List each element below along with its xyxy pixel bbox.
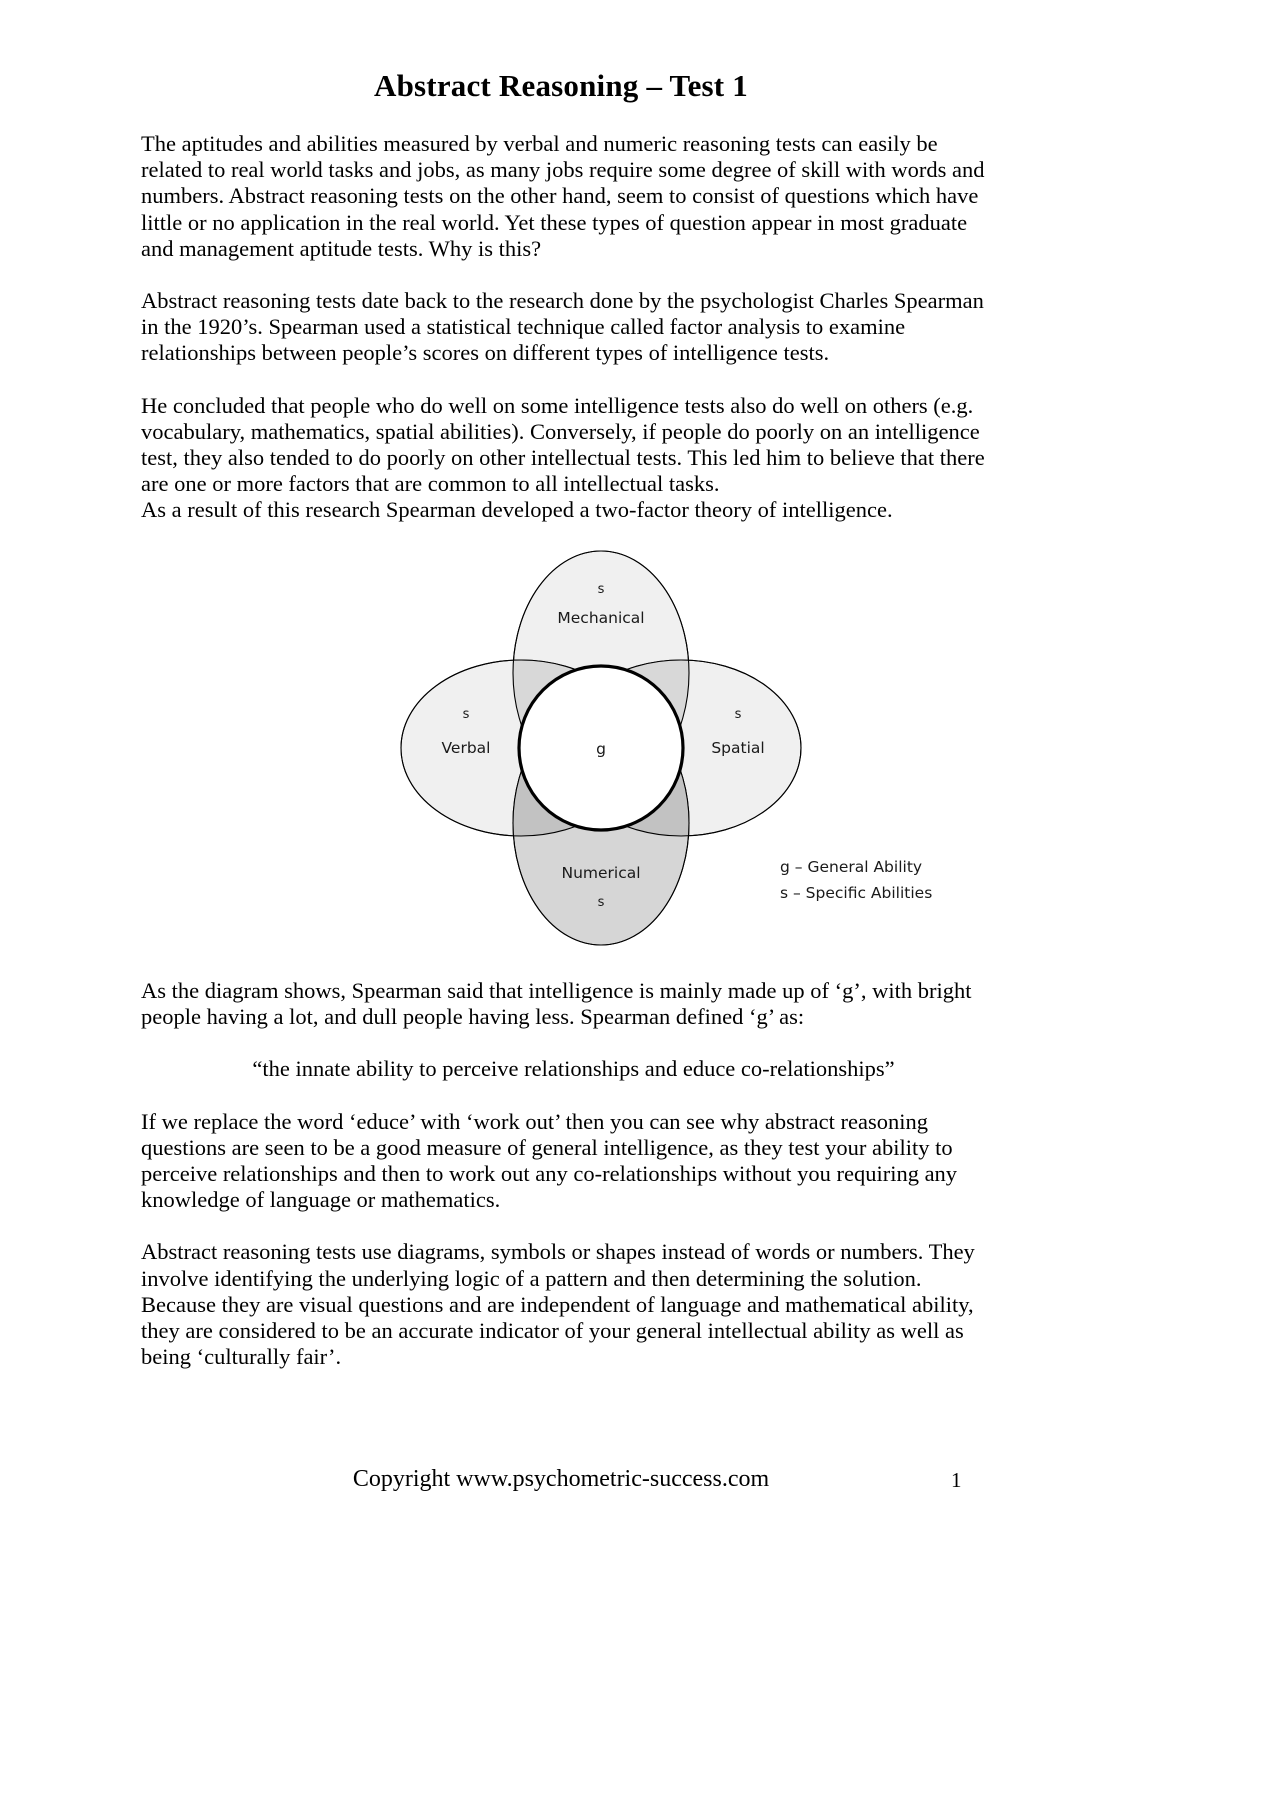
- footer-copyright: Copyright www.psychometric-success.com: [352, 1466, 770, 1492]
- lobe-numerical-label: Numerical: [561, 864, 640, 882]
- lobe-spatial-label: Spatial: [711, 739, 764, 757]
- center-label-g: g: [596, 740, 606, 758]
- lobe-mechanical-marker: s: [598, 582, 605, 597]
- paragraph-3: He concluded that people who do well on …: [141, 392, 985, 523]
- paragraph-4: As the diagram shows, Spearman said that…: [141, 978, 972, 1030]
- paragraph-1: The aptitudes and abilities measured by …: [141, 131, 985, 261]
- lobe-verbal-label: Verbal: [442, 739, 491, 757]
- spearman-definition-quote: “the innate ability to perceive relation…: [252, 1056, 895, 1082]
- lobe-mechanical-label: Mechanical: [557, 609, 644, 627]
- lobe-spatial-marker: s: [735, 707, 742, 722]
- paragraph-5: If we replace the word ‘educe’ with ‘wor…: [141, 1108, 958, 1213]
- spearman-venn-diagram: s Mechanical s Verbal s Spatial Numerica…: [306, 538, 1006, 958]
- footer-page-number: 1: [951, 1468, 962, 1492]
- venn-svg: s Mechanical s Verbal s Spatial Numerica…: [400, 550, 932, 946]
- intro-paragraphs: The aptitudes and abilities measured by …: [141, 131, 986, 550]
- lobe-verbal-marker: s: [463, 707, 470, 722]
- lobe-numerical-marker: s: [598, 895, 605, 910]
- lower-paragraphs: As the diagram shows, Spearman said that…: [141, 978, 986, 1396]
- paragraph-6: Abstract reasoning tests use diagrams, s…: [141, 1239, 975, 1370]
- legend-general-ability: g – General Ability: [780, 858, 922, 876]
- general-ability-circle: [517, 664, 685, 832]
- page-title: Abstract Reasoning – Test 1: [374, 68, 748, 103]
- paragraph-2: Abstract reasoning tests date back to th…: [141, 288, 984, 366]
- legend-specific-abilities: s – Specific Abilities: [780, 884, 932, 902]
